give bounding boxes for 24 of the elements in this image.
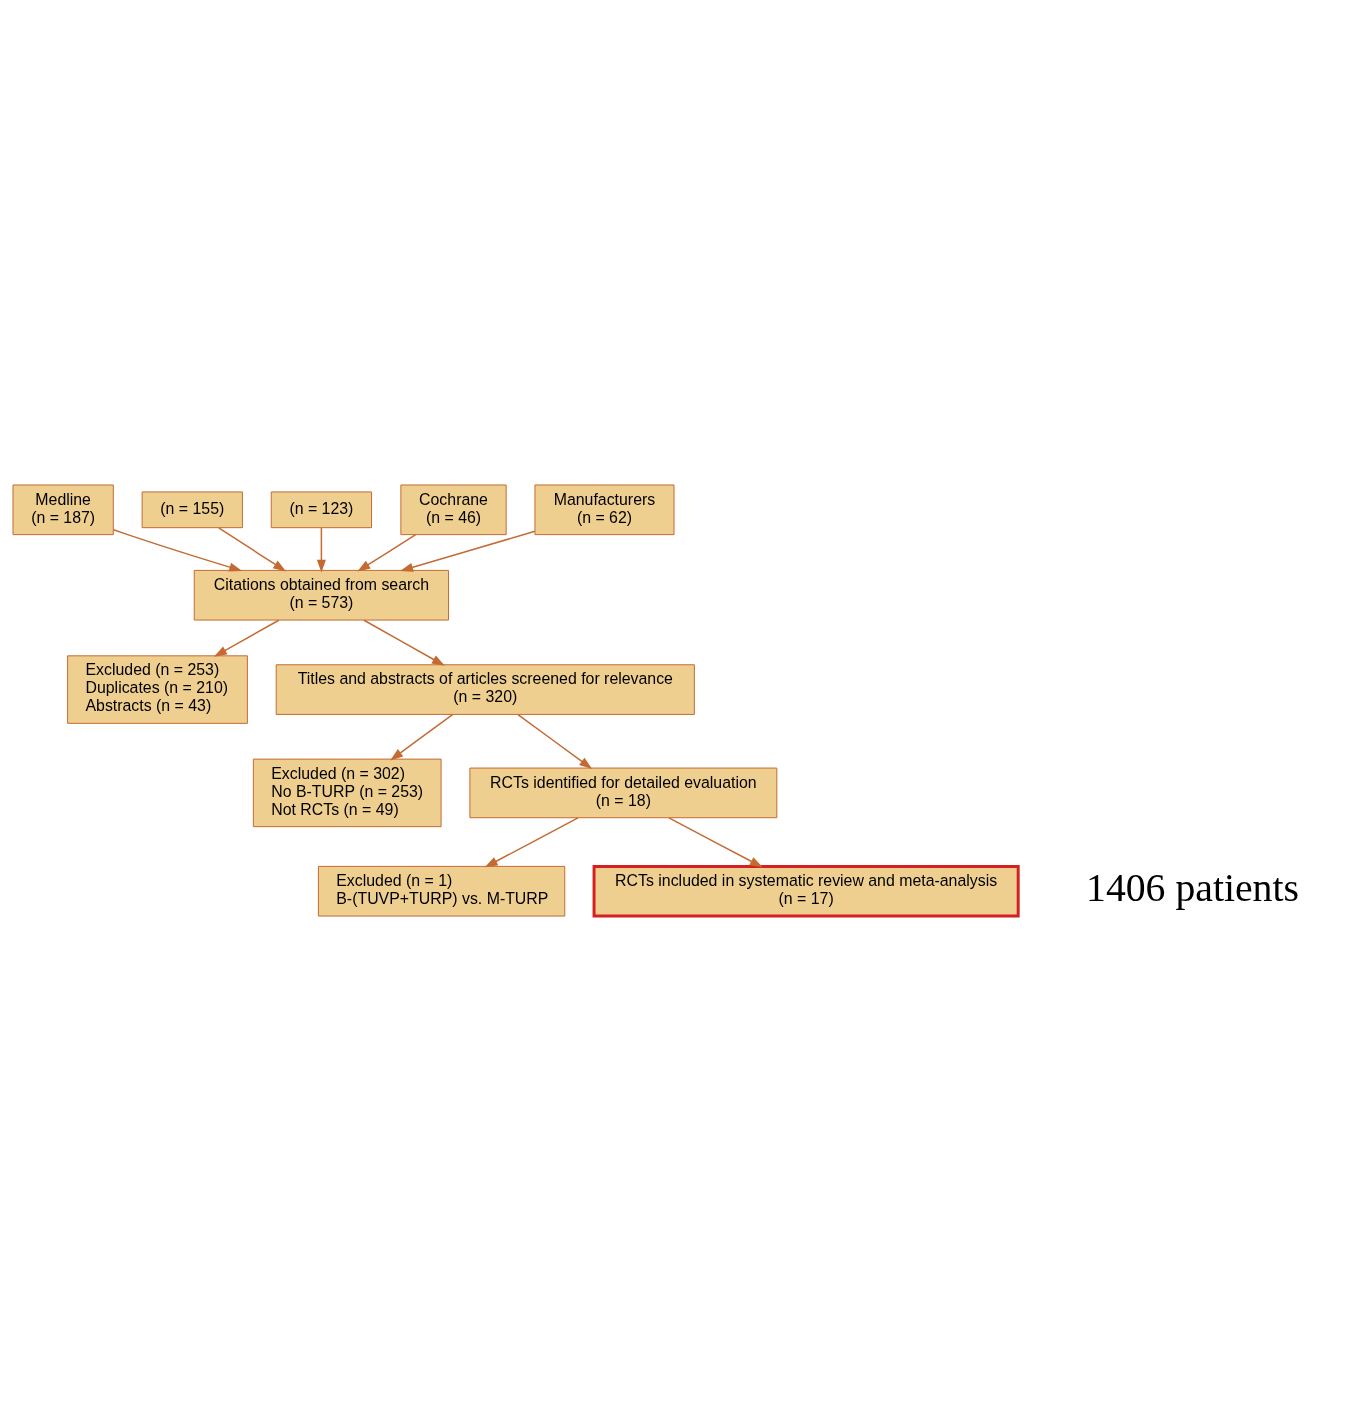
arrow [668, 817, 763, 868]
node-box: RCTs included in systematic review and meta-analysis (n = 17) [592, 864, 1020, 918]
arrow [400, 530, 536, 572]
node-box: Manufacturers (n = 62) [534, 484, 675, 536]
arrow [484, 817, 579, 868]
arrow [517, 713, 593, 770]
node-box: Cochrane (n = 46) [400, 484, 507, 536]
node-box: Excluded (n = 253) Duplicates (n = 210) Abstracts (n = 43) [67, 655, 248, 724]
arrow [390, 713, 454, 761]
node-box: Citations obtained from search (n = 573) [193, 569, 450, 621]
node-box: Medline (n = 187) [12, 484, 114, 536]
arrow [363, 619, 445, 666]
node-label: 1406 patients [1086, 866, 1299, 911]
node-box: (n = 155) [141, 491, 243, 529]
arrow [214, 619, 280, 657]
node-box: (n = 123) [270, 491, 373, 529]
node-box: Titles and abstracts of articles screened for relevance (n = 320) [275, 664, 695, 715]
arrow [357, 533, 417, 572]
arrow [112, 528, 243, 572]
arrow [217, 527, 287, 572]
node-box: RCTs identified for detailed evaluation (n = 18) [469, 767, 778, 819]
arrow [316, 527, 326, 573]
node-box: Excluded (n = 1) B-(TUVP+TURP) vs. M-TURP [317, 865, 566, 917]
node-box: Excluded (n = 302) No B-TURP (n = 253) Not RCTs (n = 49) [252, 758, 442, 828]
